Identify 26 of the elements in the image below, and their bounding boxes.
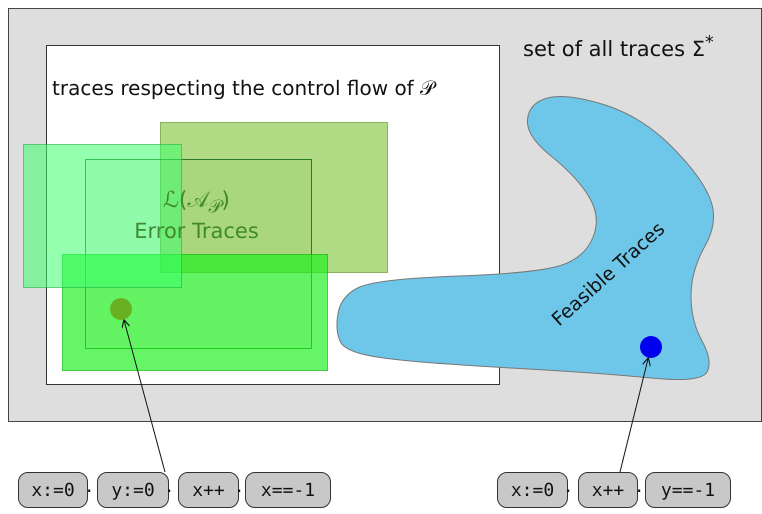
separator-dot: . bbox=[565, 474, 572, 497]
region-label: traces respecting the control flow of 𝒫 bbox=[52, 77, 434, 100]
trace-step-text: y:=0 bbox=[110, 478, 156, 502]
leader-line bbox=[620, 357, 651, 472]
trace-step-box bbox=[97, 472, 169, 508]
separator-dot: . bbox=[636, 474, 642, 497]
leader-line bbox=[122, 319, 166, 472]
trace-step-text: x++ bbox=[191, 478, 226, 502]
trace-step-box bbox=[245, 472, 331, 508]
set-region bbox=[62, 254, 328, 371]
trace-step-box bbox=[18, 472, 88, 508]
trace-step-text: x:=0 bbox=[510, 478, 556, 502]
trace-step-text: x++ bbox=[590, 478, 626, 502]
trace-step-box bbox=[497, 472, 568, 508]
trace-step-box bbox=[645, 472, 731, 508]
trace-step-box bbox=[578, 472, 638, 508]
region-label: set of all traces Σ$^{*}$ bbox=[523, 33, 714, 62]
separator-dot: . bbox=[86, 474, 92, 497]
universe-region bbox=[8, 8, 762, 422]
trace-step-box bbox=[178, 472, 239, 508]
separator-dot: . bbox=[236, 474, 242, 497]
control-flow-region bbox=[46, 45, 500, 385]
separator-dot: . bbox=[166, 474, 172, 497]
trace-step-text: x==-1 bbox=[260, 478, 316, 502]
trace-step-text: y==-1 bbox=[660, 478, 716, 502]
trace-step-text: x:=0 bbox=[30, 478, 76, 502]
